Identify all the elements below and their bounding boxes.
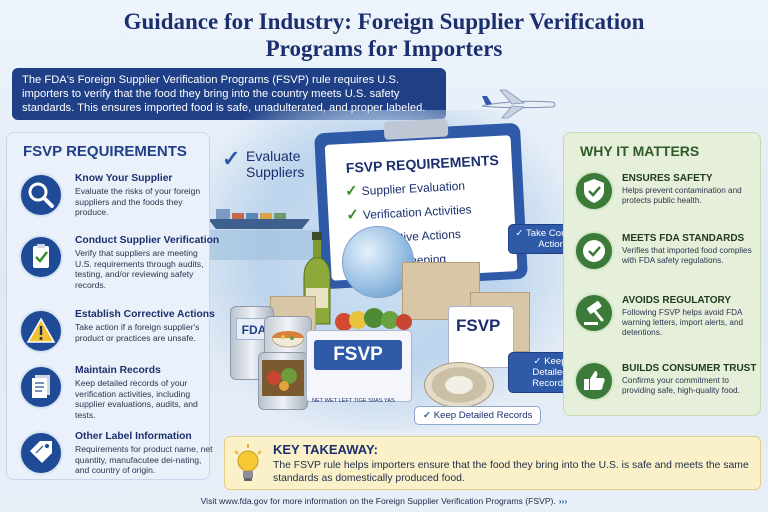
label-tag-icon bbox=[19, 431, 63, 475]
fsvp-document bbox=[448, 306, 514, 368]
fda-badge-icon bbox=[574, 231, 614, 271]
footer-note: Visit www.fda.gov for more information o… bbox=[0, 496, 768, 506]
clipboard-item: ✓Supplier Evaluation bbox=[344, 178, 466, 200]
requirements-title: FSVP REQUIREMENTS bbox=[23, 143, 187, 160]
chevrons-right-icon: ››› bbox=[558, 496, 568, 506]
produce-icon bbox=[335, 308, 412, 331]
why-description: Verifies that imported food complies wit… bbox=[622, 246, 752, 266]
why-title: WHY IT MATTERS bbox=[580, 143, 700, 159]
why-heading: ENSURES SAFETY bbox=[622, 173, 713, 184]
requirement-description: Evaluate the risks of your foreign suppl… bbox=[75, 186, 201, 218]
why-heading: AVOIDS REGULATORY bbox=[622, 295, 732, 306]
gavel-icon bbox=[574, 293, 614, 333]
evaluate-suppliers-label: Evaluate Suppliers bbox=[246, 148, 305, 180]
requirement-heading: Establish Corrective Actions bbox=[75, 309, 215, 320]
requirement-heading: Know Your Supplier bbox=[75, 173, 173, 184]
why-item: AVOIDS REGULATORY Following FSVP helps a… bbox=[570, 293, 760, 351]
fsvp-small-label: FSVP bbox=[456, 316, 501, 335]
documents-icon bbox=[19, 365, 63, 409]
footer-text: Visit www.fda.gov for more information o… bbox=[200, 496, 556, 506]
requirement-heading: Conduct Supplier Verification bbox=[75, 235, 220, 246]
why-heading: BUILDS CONSUMER TRUST bbox=[622, 363, 757, 374]
check-icon: ✓ bbox=[344, 182, 359, 200]
requirement-heading: Maintain Records bbox=[75, 365, 161, 376]
clipboard-item: ✓Verification Activities bbox=[345, 202, 472, 224]
requirement-description: Take action if a foreign supplier's prod… bbox=[75, 322, 200, 343]
requirement-item: Know Your Supplier Evaluate the risks of… bbox=[13, 171, 209, 229]
magnifier-icon bbox=[19, 173, 63, 217]
why-heading: MEETS FDA STANDARDS bbox=[622, 233, 745, 244]
requirement-description: Requirements for product name, net quant… bbox=[75, 444, 213, 476]
requirement-description: Keep detailed records of your verificati… bbox=[75, 378, 198, 420]
shield-check-icon bbox=[574, 171, 614, 211]
lightbulb-icon bbox=[234, 444, 262, 481]
warning-icon bbox=[19, 309, 63, 353]
requirement-item: Maintain Records Keep detailed records o… bbox=[13, 363, 209, 427]
fsvp-large-label: FSVP bbox=[314, 340, 402, 370]
requirement-item: Conduct Supplier Verification Verify tha… bbox=[13, 233, 219, 303]
title-line-1: Guidance for Industry: Foreign Supplier … bbox=[123, 9, 645, 34]
why-description: Following FSVP helps avoid FDA warning l… bbox=[622, 308, 744, 338]
box-caption: NET WET LEFT TIGE S9AS YAS bbox=[312, 398, 395, 404]
why-it-matters-panel: WHY IT MATTERS ENSURES SAFETY Helps prev… bbox=[563, 132, 761, 416]
vegetables-label-icon bbox=[262, 360, 304, 396]
airplane-icon bbox=[481, 89, 556, 119]
requirement-description: Verify that suppliers are meeting U.S. r… bbox=[75, 248, 204, 290]
check-icon: ✓ bbox=[515, 228, 526, 239]
fda-can-label: FDA bbox=[236, 318, 272, 340]
key-takeaway-box: KEY TAKEAWAY: The FSVP rule helps import… bbox=[224, 436, 761, 490]
keep-records-tag-lower: ✓ Keep Detailed Records bbox=[414, 406, 542, 425]
check-icon: ✓ bbox=[345, 206, 360, 224]
cargo-ship-icon bbox=[208, 209, 310, 229]
why-item: MEETS FDA STANDARDS Verifies that import… bbox=[570, 231, 760, 287]
evaluate-suppliers-callout: ✓ Evaluate Suppliers bbox=[222, 144, 314, 186]
requirement-heading: Other Label Information bbox=[75, 431, 192, 442]
why-item: BUILDS CONSUMER TRUST Confirms your comm… bbox=[570, 361, 760, 409]
why-description: Helps prevent contamination and protects… bbox=[622, 186, 742, 206]
packing-tape-roll bbox=[424, 362, 494, 408]
why-description: Confirms your commitment to providing sa… bbox=[622, 376, 740, 396]
takeaway-heading: KEY TAKEAWAY: bbox=[273, 442, 378, 457]
clipboard-clip bbox=[383, 118, 449, 140]
title-line-2: Programs for Importers bbox=[265, 36, 503, 61]
requirement-item: Other Label Information Requirements for… bbox=[13, 429, 213, 479]
takeaway-body: The FSVP rule helps importers ensure tha… bbox=[273, 460, 749, 484]
requirement-item: Establish Corrective Actions Take action… bbox=[13, 307, 215, 361]
check-icon: ✓ bbox=[533, 356, 545, 367]
why-item: ENSURES SAFETY Helps prevent contaminati… bbox=[570, 171, 760, 221]
thumbs-up-icon bbox=[574, 361, 614, 401]
fsvp-requirements-panel: FSVP REQUIREMENTS Know Your Supplier Eva… bbox=[6, 132, 219, 480]
clipboard-title: FSVP REQUIREMENTS bbox=[345, 151, 500, 176]
check-icon: ✓ bbox=[222, 146, 241, 171]
page-title: Guidance for Industry: Foreign Supplier … bbox=[0, 8, 768, 62]
soup-bowl-icon bbox=[271, 331, 305, 348]
check-icon: ✓ bbox=[423, 410, 434, 421]
clipboard-check-icon bbox=[19, 235, 63, 279]
